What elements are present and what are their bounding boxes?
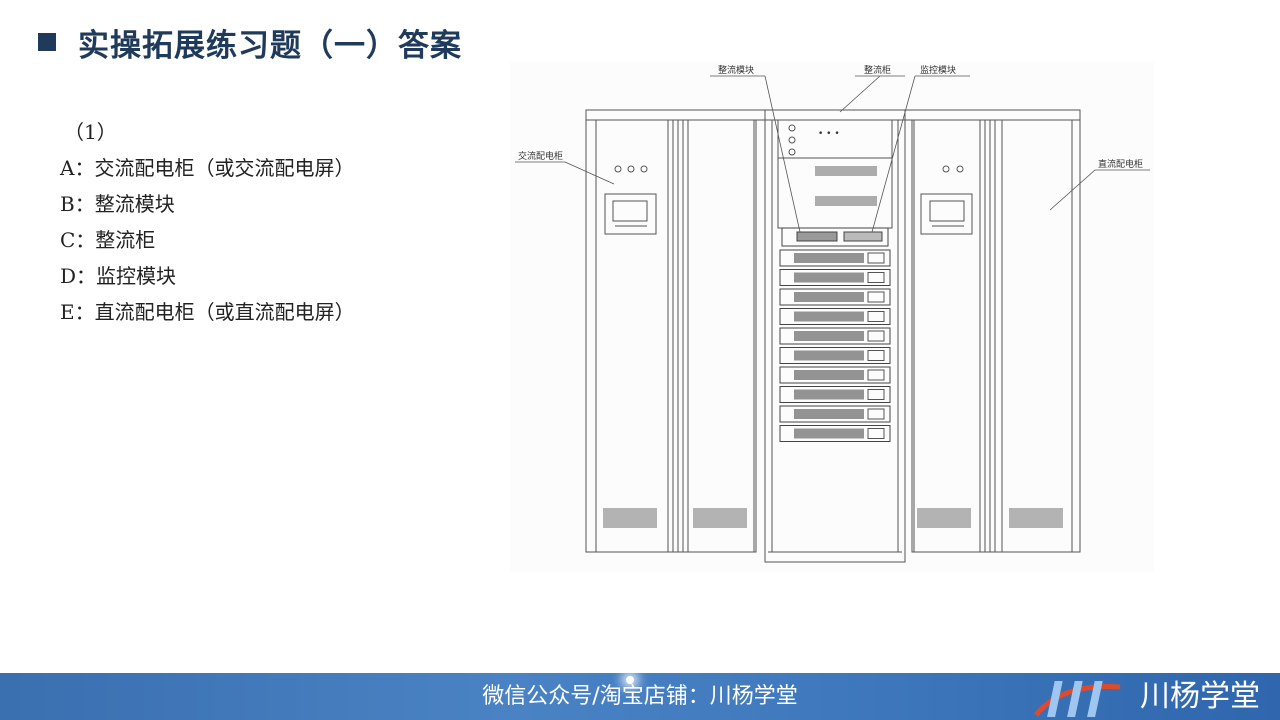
- cabinet-drawing: • • •: [515, 64, 1150, 563]
- title-bullet-icon: [38, 33, 56, 51]
- rectifier-module-vent: [794, 292, 864, 302]
- footer-text: 微信公众号/淘宝店铺：川杨学堂: [482, 684, 798, 709]
- title-bar: 实操拓展练习题（一）答案: [38, 22, 462, 64]
- rectifier-module-vent: [794, 350, 864, 361]
- answer-item-a: A：交流配电柜（或交流配电屏）: [60, 156, 355, 180]
- rectifier-module-vent: [794, 253, 864, 263]
- footer-bar: 微信公众号/淘宝店铺：川杨学堂: [0, 673, 1280, 720]
- rectifier-module-panel: [867, 408, 885, 420]
- label-ac-cabinet: 交流配电柜: [518, 150, 563, 162]
- label-rectifier-module: 整流模块: [718, 64, 754, 76]
- rectifier-module-vent: [794, 428, 864, 439]
- rectifier-module-slot: [779, 269, 891, 286]
- answer-item-d: D：监控模块: [60, 264, 177, 288]
- rectifier-module-vent: [794, 272, 864, 283]
- rectifier-module-panel: [867, 389, 885, 400]
- label-rectifier-cabinet: 整流柜: [864, 64, 891, 76]
- label-dc-cabinet: 直流配电柜: [1098, 158, 1143, 170]
- dc-cabinet-outline: [911, 119, 1081, 553]
- rectifier-module-panel: [867, 350, 885, 361]
- rectifier-module-vent: [794, 331, 864, 341]
- rectifier-module-slot: [779, 347, 891, 364]
- answer-item-b: B：整流模块: [60, 192, 175, 216]
- rectifier-module-slot: [779, 327, 891, 345]
- rectifier-module-panel: [867, 428, 885, 439]
- page-title: 实操拓展练习题（一）答案: [78, 27, 462, 64]
- answer-number: （1）: [64, 120, 117, 144]
- rectifier-module-vent: [794, 311, 864, 322]
- rectifier-module-slot: [779, 425, 891, 442]
- label-monitor-module: 监控模块: [920, 64, 956, 76]
- rectifier-modules: [779, 249, 891, 442]
- rectifier-module-vent: [794, 389, 864, 400]
- rectifier-module-panel: [867, 252, 885, 264]
- answer-item-e: E：直流配电柜（或直流配电屏）: [60, 300, 355, 324]
- brand-name: 川杨学堂: [1140, 679, 1260, 714]
- rectifier-module-slot: [779, 366, 891, 384]
- answer-item-c: C：整流柜: [60, 228, 156, 252]
- rectifier-module-vent: [794, 409, 864, 419]
- rectifier-module-slot: [779, 405, 891, 423]
- rectifier-module-panel: [867, 272, 885, 283]
- rectifier-module-slot: [779, 308, 891, 325]
- rectifier-module-slot: [779, 386, 891, 403]
- brand-logo-icon: [1034, 681, 1121, 717]
- top-unit-dots: • • •: [818, 129, 840, 139]
- rectifier-module-slot: [779, 249, 891, 267]
- answer-list: （1） A：交流配电柜（或交流配电屏） B：整流模块 C：整流柜 D：监控模块 …: [60, 114, 355, 330]
- rectifier-module-panel: [867, 330, 885, 342]
- rectifier-module-panel: [867, 311, 885, 322]
- rectifier-module-panel: [867, 369, 885, 381]
- ac-cabinet-outline: [585, 119, 757, 553]
- rectifier-module-slot: [779, 288, 891, 306]
- glow-dot-icon: [626, 676, 634, 684]
- monitor-unit: [781, 227, 889, 247]
- rectifier-module-vent: [794, 370, 864, 380]
- rectifier-module-panel: [867, 291, 885, 303]
- power-cabinet-diagram: • • •: [510, 62, 1154, 572]
